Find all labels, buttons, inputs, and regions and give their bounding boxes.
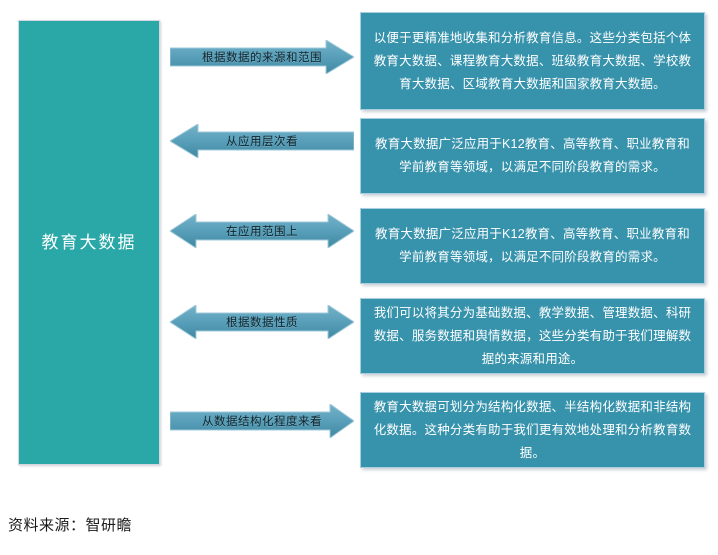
description-text-3: 教育大数据广泛应用于K12教育、高等教育、职业教育和学前教育等领域，以满足不同阶… <box>375 227 690 264</box>
arrow-label-2: 从应用层次看 <box>226 136 298 148</box>
description-box-1: 以便于更精准地收集和分析教育信息。这些分类包括个体教育大数据、课程教育大数据、班… <box>360 12 705 110</box>
arrow-row-2: 从应用层次看 <box>170 124 354 158</box>
arrow-label-1: 根据数据的来源和范围 <box>202 52 322 64</box>
main-concept-panel: 教育大数据 <box>18 20 160 465</box>
description-text-2: 教育大数据广泛应用于K12教育、高等教育、职业教育和学前教育等领域，以满足不同阶… <box>375 137 690 174</box>
description-text-1: 以便于更精准地收集和分析教育信息。这些分类包括个体教育大数据、课程教育大数据、班… <box>373 30 692 91</box>
description-box-2: 教育大数据广泛应用于K12教育、高等教育、职业教育和学前教育等领域，以满足不同阶… <box>360 118 705 194</box>
arrow-label-4: 根据数据性质 <box>226 317 298 329</box>
arrow-label-3: 在应用范围上 <box>226 226 298 238</box>
description-text-4: 我们可以将其分为基础数据、教学数据、管理数据、科研数据、服务数据和舆情数据，这些… <box>373 305 692 366</box>
arrow-double-icon <box>170 214 354 248</box>
arrow-row-5: 从数据结构化程度来看 <box>170 404 354 438</box>
source-note: 资料来源：智研瞻 <box>8 517 133 534</box>
description-box-5: 教育大数据可划分为结构化数据、半结构化数据和非结构化数据。这种分类有助于我们更有… <box>360 392 705 468</box>
arrow-row-4: 根据数据性质 <box>170 305 354 339</box>
arrow-double-icon <box>170 305 354 339</box>
description-text-5: 教育大数据可划分为结构化数据、半结构化数据和非结构化数据。这种分类有助于我们更有… <box>373 399 692 460</box>
arrow-label-5: 从数据结构化程度来看 <box>202 416 322 428</box>
arrow-right-icon <box>170 40 354 74</box>
arrow-row-1: 根据数据的来源和范围 <box>170 40 354 74</box>
arrow-row-3: 在应用范围上 <box>170 214 354 248</box>
main-concept-label: 教育大数据 <box>41 232 137 252</box>
arrow-left-icon <box>170 124 354 158</box>
description-box-3: 教育大数据广泛应用于K12教育、高等教育、职业教育和学前教育等领域，以满足不同阶… <box>360 208 705 284</box>
description-box-4: 我们可以将其分为基础数据、教学数据、管理数据、科研数据、服务数据和舆情数据，这些… <box>360 298 705 374</box>
arrow-right-icon <box>170 404 354 438</box>
